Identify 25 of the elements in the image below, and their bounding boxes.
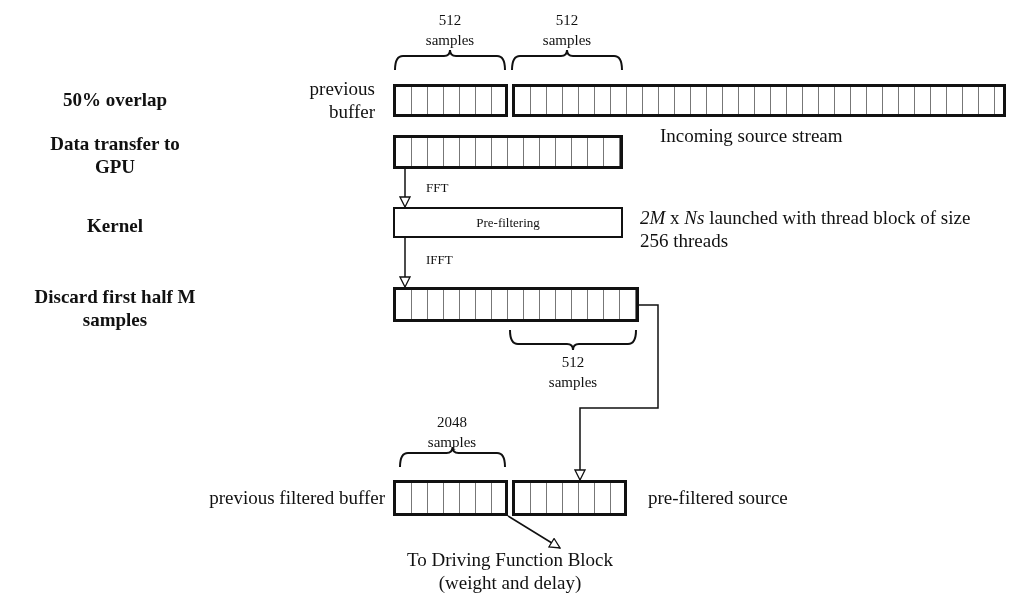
step-heading: Kernel bbox=[86, 214, 144, 237]
sample-count: 2048 samples bbox=[426, 413, 478, 452]
arrow bbox=[507, 515, 561, 549]
buffer-bar bbox=[512, 480, 627, 516]
sample-count: 512 samples bbox=[541, 11, 593, 50]
annotation-text: previous filtered buffer bbox=[208, 486, 385, 509]
annotation-text: 2M x Ns launched with thread block of size 256 threads bbox=[640, 206, 972, 252]
sample-count: 512 samples bbox=[547, 353, 599, 392]
buffer-bar bbox=[393, 135, 623, 169]
arrow bbox=[399, 237, 411, 288]
step-heading: 50% overlap bbox=[62, 88, 168, 111]
destination-text: To Driving Function Block (weight and delay) bbox=[380, 548, 640, 604]
buffer-bar bbox=[393, 287, 639, 322]
sample-count: 512 samples bbox=[424, 11, 476, 50]
process-box: Pre-filtering bbox=[393, 207, 623, 238]
arrow bbox=[574, 304, 659, 481]
step-heading: Discard first half M samples bbox=[33, 285, 197, 331]
annotation-text: Incoming source stream bbox=[660, 124, 844, 147]
annotation-text: previous buffer bbox=[308, 77, 375, 123]
buffer-bar bbox=[512, 84, 1006, 117]
annotation-text: pre-filtered source bbox=[648, 486, 789, 509]
buffer-bar bbox=[393, 480, 508, 516]
step-heading: Data transfer to GPU bbox=[49, 132, 181, 178]
arrow bbox=[399, 168, 411, 208]
buffer-bar bbox=[393, 84, 508, 117]
